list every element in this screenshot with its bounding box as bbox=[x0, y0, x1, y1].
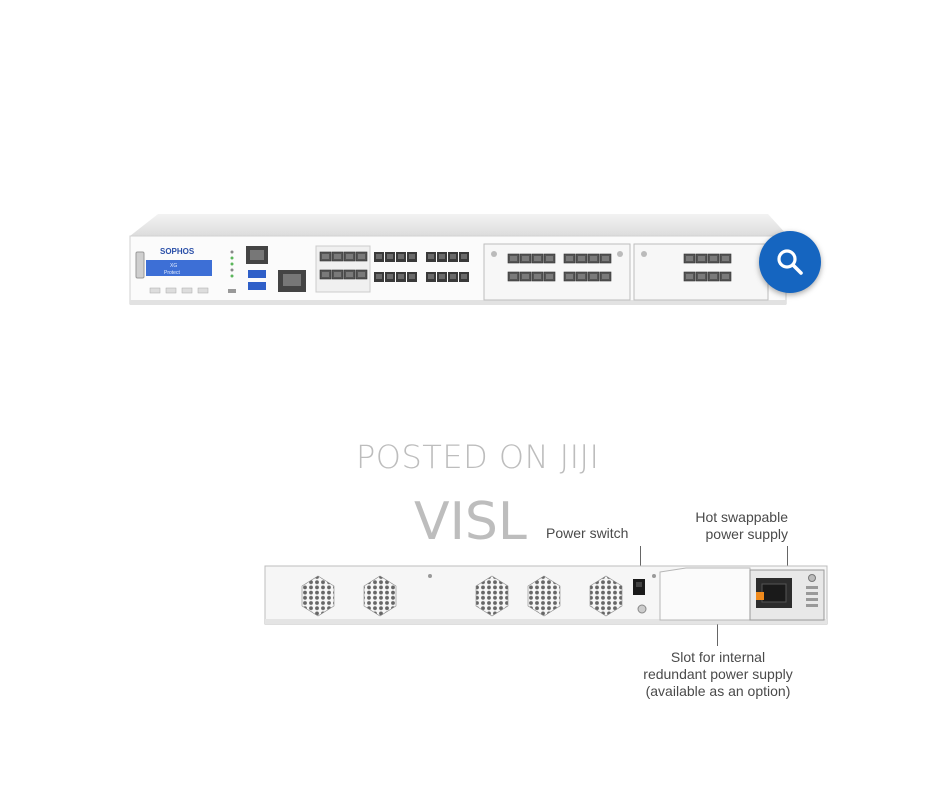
power-switch-label: Power switch bbox=[546, 525, 629, 541]
svg-text:XG: XG bbox=[170, 263, 177, 269]
slot-line1: Slot for internal bbox=[670, 649, 766, 665]
fan-vent-2 bbox=[363, 575, 397, 617]
svg-text:Protect: Protect bbox=[164, 270, 180, 276]
hot-swap-label: Hot swappable power supply bbox=[680, 509, 788, 543]
hot-swap-line1: Hot swappable bbox=[695, 509, 788, 525]
watermark-visl: VISL bbox=[414, 492, 527, 552]
hot-swap-leader bbox=[787, 546, 788, 572]
fan-vent-4 bbox=[527, 575, 561, 617]
slot-line2: redundant power supply bbox=[643, 666, 793, 682]
slot-leader bbox=[717, 624, 718, 646]
watermark-posted: POSTED ON JIJI bbox=[356, 438, 600, 476]
slot-label: Slot for internal redundant power supply… bbox=[628, 649, 808, 700]
brand-label: SOPHOS bbox=[160, 247, 195, 256]
front-appliance-graphic: SOPHOS XG Protect bbox=[129, 214, 788, 305]
fan-vent-1 bbox=[301, 575, 335, 617]
fan-vent-5 bbox=[589, 575, 623, 617]
lcd-display bbox=[146, 260, 212, 276]
fan-vent-3 bbox=[475, 575, 509, 617]
rear-appliance bbox=[264, 564, 828, 626]
search-button[interactable] bbox=[759, 231, 821, 293]
hot-swap-line2: power supply bbox=[705, 526, 789, 542]
search-icon bbox=[777, 249, 803, 275]
rear-appliance-graphic bbox=[264, 565, 828, 625]
power-switch-leader bbox=[640, 546, 641, 574]
slot-line3: (available as an option) bbox=[645, 683, 791, 699]
front-appliance: SOPHOS XG Protect bbox=[128, 212, 790, 308]
